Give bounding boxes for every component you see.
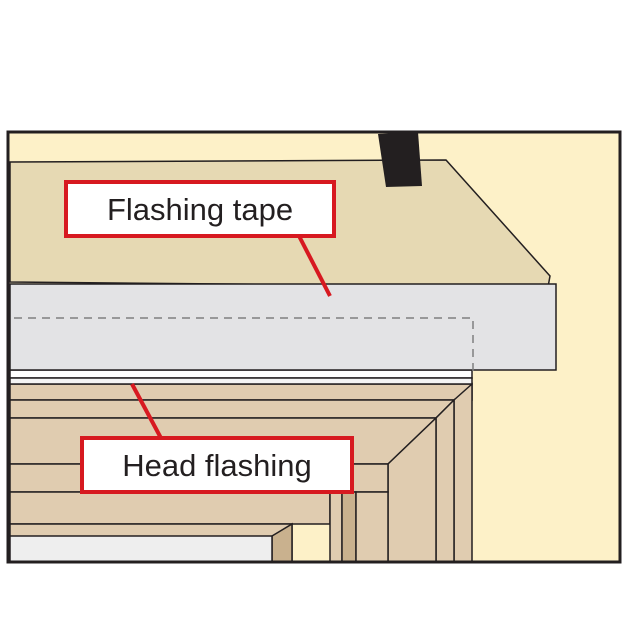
flashing-tape-label: Flashing tape xyxy=(107,192,293,227)
flashing-tape xyxy=(9,283,557,371)
head-flashing-callout: Head flashing xyxy=(80,436,354,494)
wall-frame-border xyxy=(6,130,622,564)
head-flashing-label-box xyxy=(80,436,354,494)
head-flashing-strip-1 xyxy=(9,369,473,379)
sash-strip-1 xyxy=(329,491,343,563)
head-flashing-strip-2 xyxy=(9,377,473,385)
sash-strip-2 xyxy=(341,491,357,563)
head-flashing xyxy=(9,369,473,385)
trim-board-lower xyxy=(9,491,331,525)
window-frame xyxy=(9,382,473,563)
head-flashing-leader xyxy=(130,383,164,441)
flashing-tape-label-box xyxy=(64,180,336,238)
right-jamb-middle xyxy=(435,398,455,563)
hidden-edge-dashed-line xyxy=(14,317,474,372)
right-jamb-outer xyxy=(453,382,473,563)
head-flashing-label: Head flashing xyxy=(122,448,312,483)
fastener-icon xyxy=(378,132,422,187)
trim-board-top-2 xyxy=(9,399,456,419)
flashing-tape-callout: Flashing tape xyxy=(64,180,336,238)
trim-board-top-1 xyxy=(9,383,473,401)
glass-pane xyxy=(9,535,273,563)
sash-strip-3 xyxy=(355,491,389,563)
flashing-tape-leader xyxy=(296,233,332,297)
